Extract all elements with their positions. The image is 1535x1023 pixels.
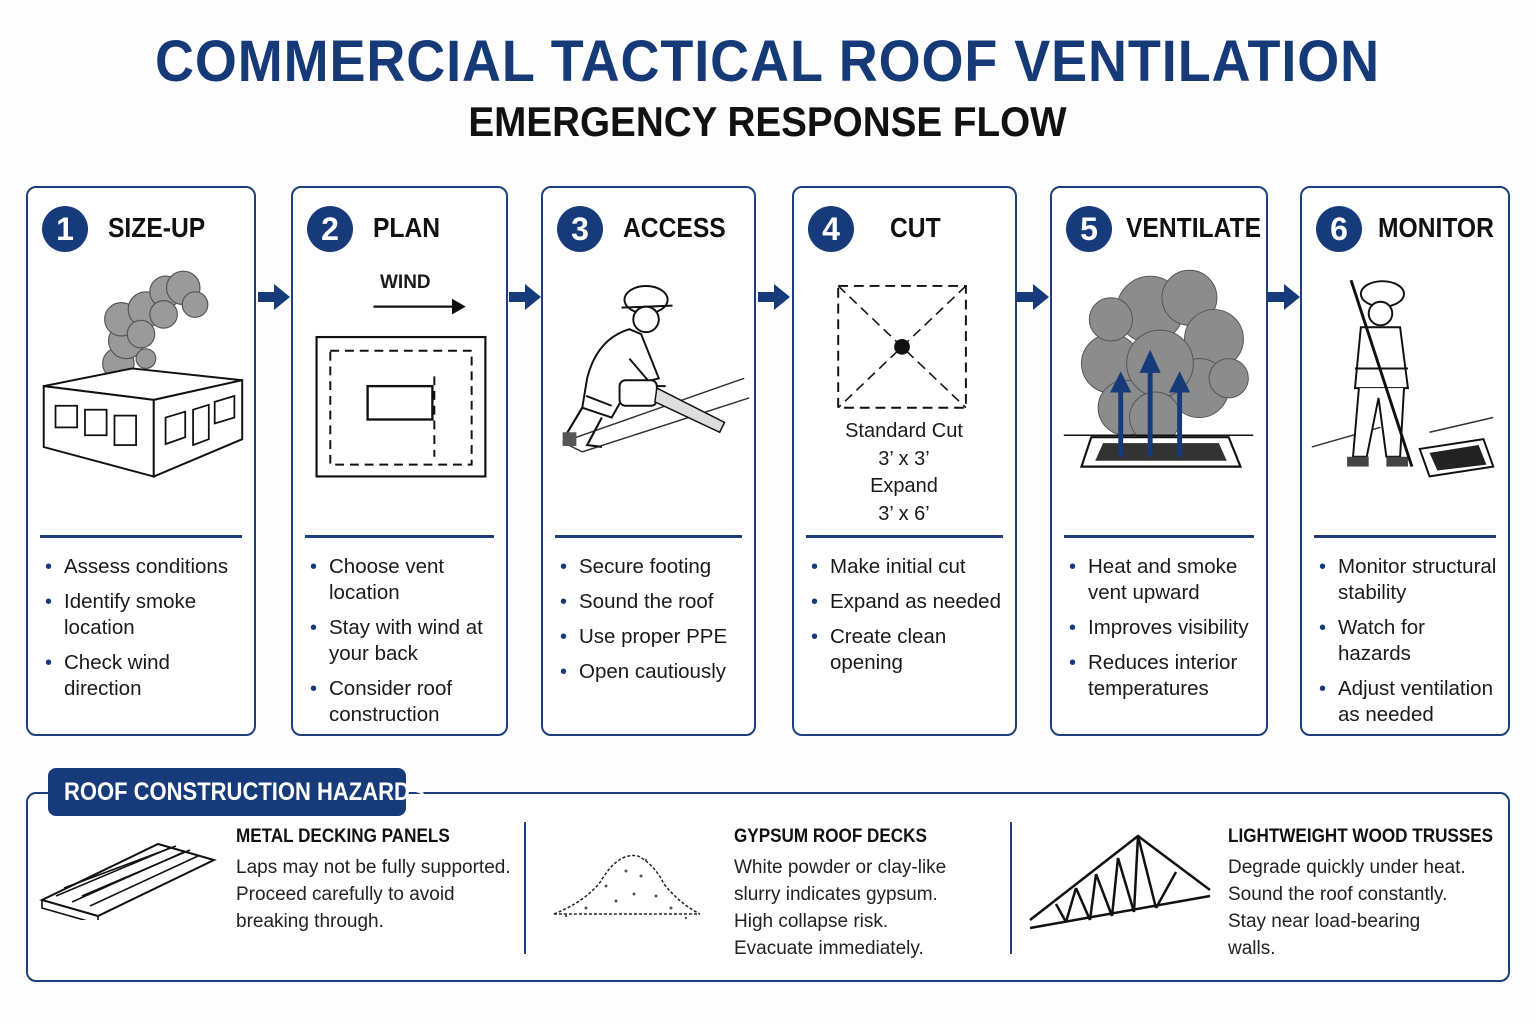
flow-arrow-icon xyxy=(758,284,790,310)
firefighter-saw-illustration xyxy=(543,268,754,518)
step-number-badge: 4 xyxy=(808,206,854,252)
hazard-description: Laps may not be fully supported. Proceed… xyxy=(236,857,511,932)
bullet-item: Identify smoke location xyxy=(42,589,246,641)
wood-truss-icon xyxy=(1029,834,1211,930)
step-title: PLAN xyxy=(373,212,441,243)
hazard-metal-decking: METAL DECKING PANELS Laps may not be ful… xyxy=(236,826,511,935)
flow-arrow-icon xyxy=(1268,284,1300,310)
step-card-plan: 2 PLAN Choose vent location Stay with wi… xyxy=(291,186,508,736)
step-bullets: Heat and smoke vent upward Improves visi… xyxy=(1066,554,1258,711)
building-smoke-illustration xyxy=(28,268,254,518)
hazard-gypsum-decks: GYPSUM ROOF DECKS White powder or clay-l… xyxy=(734,826,948,962)
section-divider xyxy=(1064,535,1254,538)
gypsum-pile-icon xyxy=(553,854,701,920)
step-card-size-up: 1 SIZE-UP Assess conditions xyxy=(26,186,256,736)
step-title: ACCESS xyxy=(623,212,726,243)
step-number-badge: 1 xyxy=(42,206,88,252)
cut-dimensions: Standard Cut 3’ x 3’ Expand 3’ x 6’ xyxy=(794,418,1014,528)
step-card-ventilate: 5 VENTILATE Heat and smoke vent upward I… xyxy=(1050,186,1268,736)
bullet-item: Adjust ventilation as needed xyxy=(1316,676,1500,728)
bullet-item: Reduces interior temperatures xyxy=(1066,650,1258,702)
step-number-badge: 5 xyxy=(1066,206,1112,252)
step-card-access: 3 ACCESS Secure footing Sound the roof U… xyxy=(541,186,756,736)
hazard-title: GYPSUM ROOF DECKS xyxy=(734,826,927,847)
bullet-item: Assess conditions xyxy=(42,554,246,580)
bullet-item: Monitor structural stability xyxy=(1316,554,1500,606)
step-title: CUT xyxy=(890,212,941,243)
bullet-item: Make initial cut xyxy=(808,554,1007,580)
step-bullets: Make initial cut Expand as needed Create… xyxy=(808,554,1007,685)
hazards-panel xyxy=(26,792,1510,982)
section-divider xyxy=(806,535,1003,538)
bullet-item: Consider roof construction xyxy=(307,676,498,728)
bullet-item: Create clean opening xyxy=(808,624,1007,676)
page-title: COMMERCIAL TACTICAL ROOF VENTILATION xyxy=(154,29,1381,94)
hazard-separator xyxy=(1010,822,1012,954)
bullet-item: Use proper PPE xyxy=(557,624,746,650)
hazard-title: LIGHTWEIGHT WOOD TRUSSES xyxy=(1228,826,1494,847)
cut-pattern-diagram xyxy=(794,268,1015,518)
step-bullets: Secure footing Sound the roof Use proper… xyxy=(557,554,746,694)
bullet-item: Check wind direction xyxy=(42,650,246,702)
section-divider xyxy=(1314,535,1496,538)
step-card-monitor: 6 MONITOR Monitor structural stability W… xyxy=(1300,186,1510,736)
bullet-item: Open cautiously xyxy=(557,659,746,685)
bullet-item: Watch for hazards xyxy=(1316,615,1500,667)
step-number-badge: 3 xyxy=(557,206,603,252)
hazard-description: White powder or clay-like slurry indicat… xyxy=(734,857,947,959)
bullet-item: Sound the roof xyxy=(557,589,746,615)
hazard-separator xyxy=(524,822,526,954)
step-bullets: Assess conditions Identify smoke locatio… xyxy=(42,554,246,711)
firefighter-monitor-illustration xyxy=(1302,268,1508,518)
hazards-heading: ROOF CONSTRUCTION HAZARDS xyxy=(48,768,425,816)
step-number-badge: 2 xyxy=(307,206,353,252)
cut-label: Expand xyxy=(870,475,938,497)
step-bullets: Monitor structural stability Watch for h… xyxy=(1316,554,1500,737)
cut-size: 3’ x 6’ xyxy=(878,502,930,525)
step-title: MONITOR xyxy=(1378,212,1494,243)
step-card-cut: 4 CUT Make initial cut Expand as needed … xyxy=(792,186,1017,736)
hazard-wood-trusses: LIGHTWEIGHT WOOD TRUSSES Degrade quickly… xyxy=(1228,826,1523,962)
flow-arrow-icon xyxy=(258,284,290,310)
step-bullets: Choose vent location Stay with wind at y… xyxy=(307,554,498,737)
metal-decking-icon xyxy=(39,842,217,920)
step-title: SIZE-UP xyxy=(108,212,206,243)
flow-arrow-icon xyxy=(1017,284,1049,310)
bullet-item: Heat and smoke vent upward xyxy=(1066,554,1258,606)
bullet-item: Improves visibility xyxy=(1066,615,1258,641)
hazard-title: METAL DECKING PANELS xyxy=(236,826,450,847)
section-divider xyxy=(40,535,242,538)
cut-label: Standard Cut xyxy=(845,420,963,442)
section-divider xyxy=(305,535,494,538)
bullet-item: Stay with wind at your back xyxy=(307,615,498,667)
bullet-item: Choose vent location xyxy=(307,554,498,606)
smoke-venting-illustration xyxy=(1052,268,1266,518)
cut-size: 3’ x 3’ xyxy=(878,447,930,470)
bullet-item: Expand as needed xyxy=(808,589,1007,615)
roof-plan-illustration xyxy=(293,268,506,518)
section-divider xyxy=(555,535,742,538)
bullet-item: Secure footing xyxy=(557,554,746,580)
page-subtitle: EMERGENCY RESPONSE FLOW xyxy=(468,98,1067,145)
wind-label: WIND xyxy=(380,272,431,293)
step-title: VENTILATE xyxy=(1126,212,1262,243)
step-number-badge: 6 xyxy=(1316,206,1362,252)
hazard-description: Degrade quickly under heat. Sound the ro… xyxy=(1228,857,1466,959)
flow-arrow-icon xyxy=(509,284,541,310)
